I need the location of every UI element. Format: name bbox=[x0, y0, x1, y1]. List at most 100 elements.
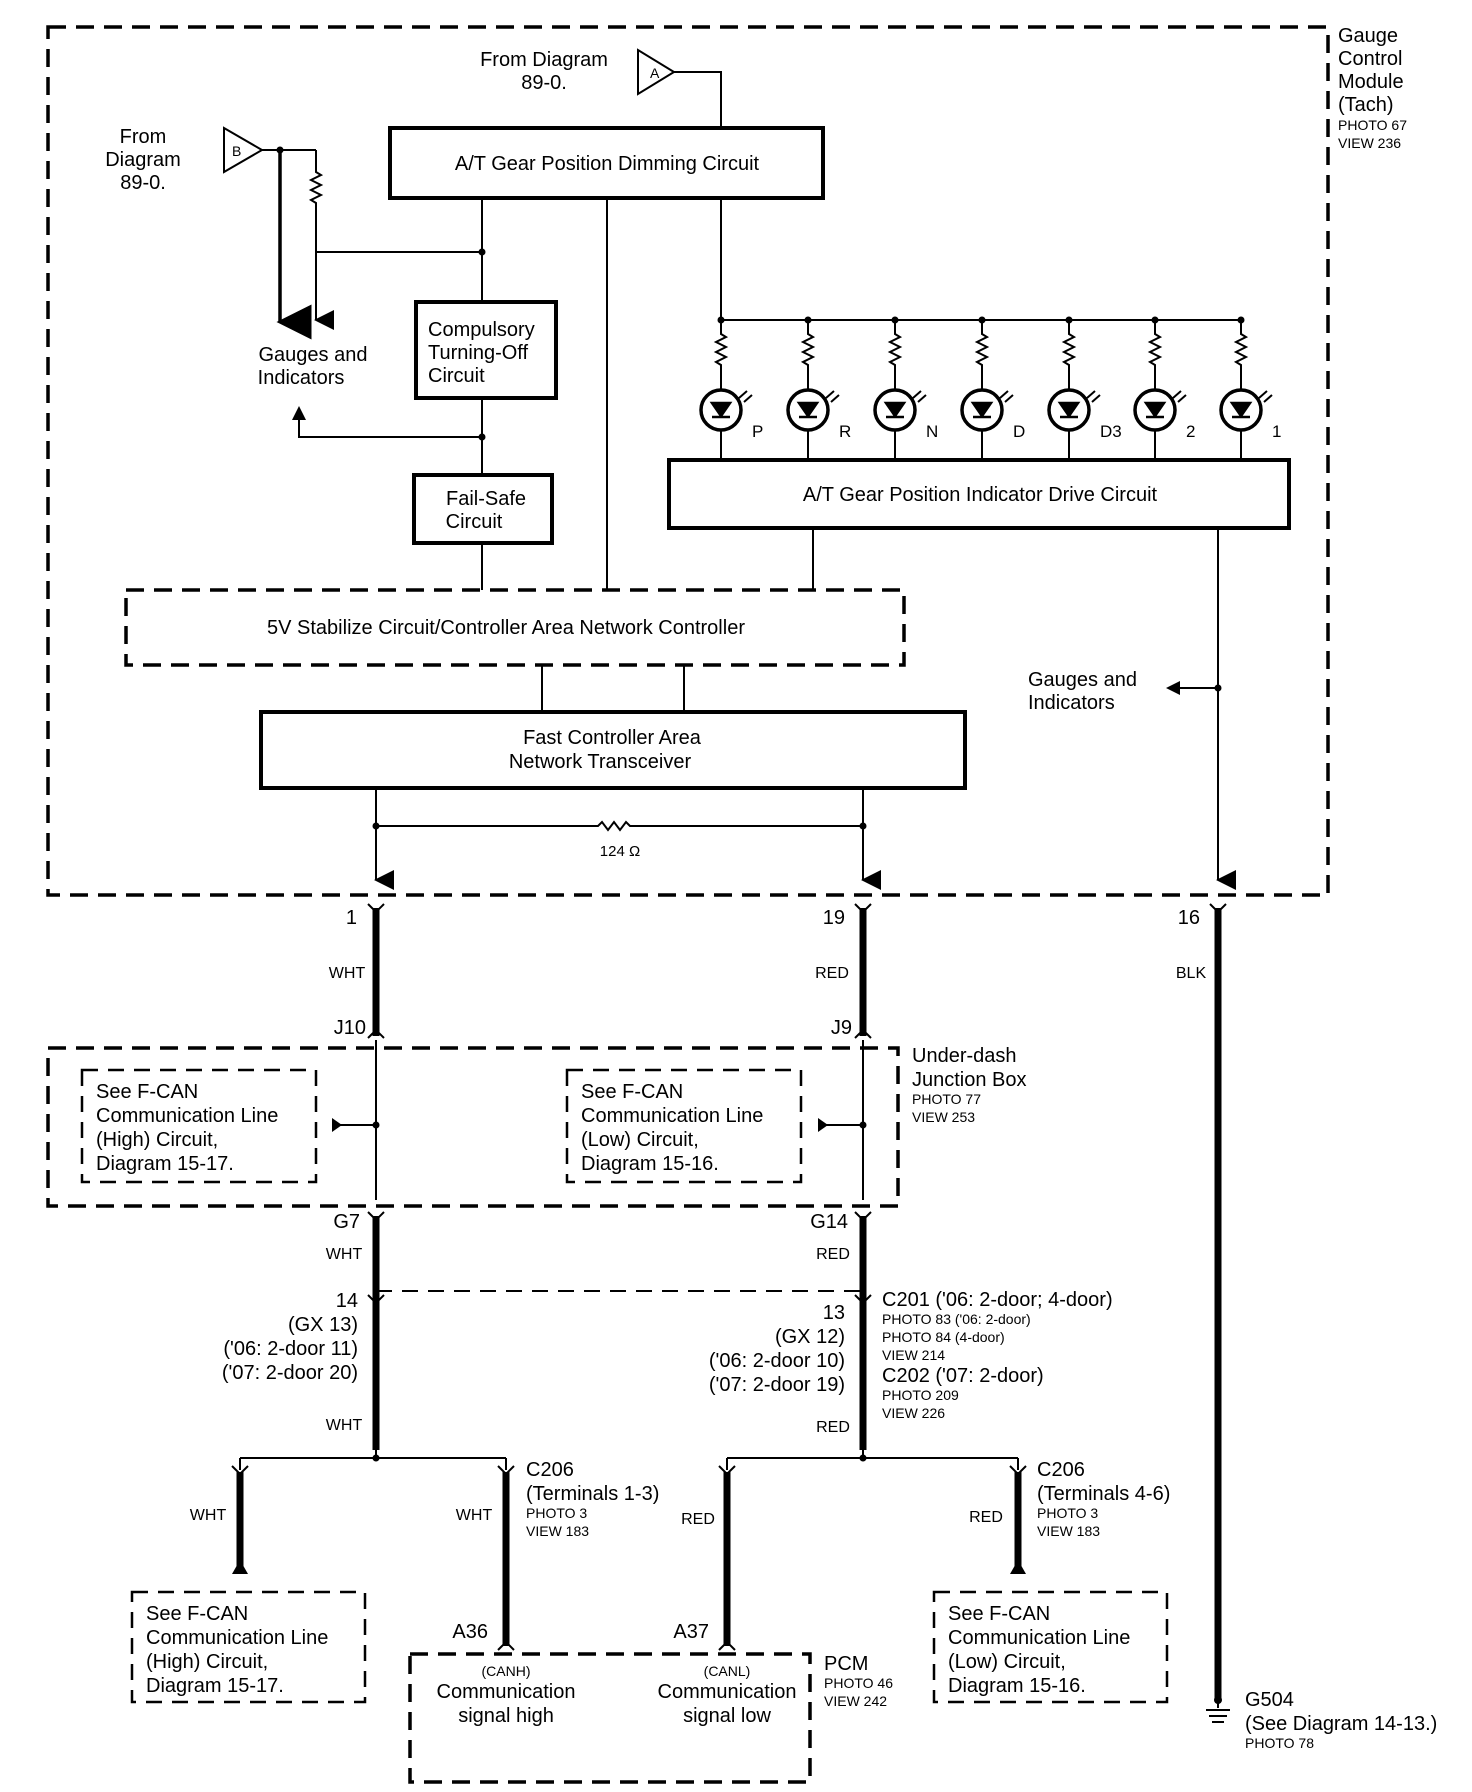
resistor-value: 124 Ω bbox=[600, 843, 640, 860]
note-low-line: Communication Line bbox=[581, 1105, 763, 1127]
bottom-note-high-line: (High) Circuit, bbox=[146, 1651, 268, 1673]
led-p: P bbox=[699, 316, 763, 460]
led-d3: D3 bbox=[1047, 316, 1122, 460]
c206-left-view: VIEW 183 bbox=[526, 1523, 589, 1539]
led-diode-symbol bbox=[970, 401, 994, 419]
gauge-control-module-outline bbox=[46, 25, 1330, 897]
led-resistor bbox=[1061, 320, 1077, 460]
failsafe-line: Circuit bbox=[446, 511, 503, 533]
module-photo: PHOTO 67 bbox=[1338, 117, 1407, 133]
wire-split-low bbox=[727, 1450, 1018, 1459]
led-resistor bbox=[1147, 320, 1163, 460]
bottom-note-high-line: Communication Line bbox=[146, 1627, 328, 1649]
wire-color-wht: WHT bbox=[326, 1417, 363, 1434]
c202-title: C202 ('07: 2-door) bbox=[882, 1365, 1044, 1387]
c206-right-view: VIEW 183 bbox=[1037, 1523, 1100, 1539]
pin-16-label: 16 bbox=[1178, 907, 1200, 929]
wire-color-blk: BLK bbox=[1176, 965, 1207, 982]
termination-resistor bbox=[376, 820, 863, 832]
bottom-note-high-line: See F-CAN bbox=[146, 1603, 248, 1625]
failsafe-circuit-block bbox=[412, 473, 554, 545]
module-title-line: Gauge bbox=[1338, 25, 1398, 47]
led-light-rays bbox=[1172, 390, 1187, 403]
led-label: N bbox=[926, 422, 938, 441]
pin-1-label: 1 bbox=[346, 907, 357, 929]
junction-view: VIEW 253 bbox=[912, 1109, 975, 1125]
gauges-right-line: Indicators bbox=[1028, 692, 1115, 714]
connector-chevrons bbox=[367, 903, 1227, 1305]
connector-b-tag: B bbox=[232, 143, 241, 159]
module-title-line: Control bbox=[1338, 48, 1402, 70]
led-d: D bbox=[960, 316, 1025, 460]
ground-ref: (See Diagram 14-13.) bbox=[1245, 1713, 1437, 1735]
bottom-note-high-box bbox=[130, 1590, 367, 1704]
module-title-line: (Tach) bbox=[1338, 94, 1394, 116]
led-n: N bbox=[873, 316, 938, 460]
wire-color-wht: WHT bbox=[190, 1507, 227, 1524]
j10-label: J10 bbox=[334, 1017, 366, 1039]
wire-color-red: RED bbox=[969, 1509, 1003, 1526]
pcm-canh-line: signal high bbox=[458, 1705, 554, 1727]
pcm-canh-line: Communication bbox=[437, 1681, 576, 1703]
transceiver-line: Network Transceiver bbox=[509, 751, 692, 773]
from-b-label-line: From bbox=[120, 126, 167, 148]
stabilize-label: 5V Stabilize Circuit/Controller Area Net… bbox=[267, 617, 745, 639]
wire-color-red: RED bbox=[681, 1511, 715, 1528]
led-light-rays bbox=[738, 390, 753, 403]
wire-color-red: RED bbox=[816, 1419, 850, 1436]
c206-right-terminals: (Terminals 4-6) bbox=[1037, 1483, 1170, 1505]
c201-left-pin-line: 14 bbox=[336, 1290, 358, 1312]
bottom-note-low-line: Diagram 15-16. bbox=[948, 1675, 1086, 1697]
wire-color-red: RED bbox=[815, 965, 849, 982]
led-diode-symbol bbox=[1143, 401, 1167, 419]
led-resistor bbox=[800, 320, 816, 460]
c201-photo-b: PHOTO 84 (4-door) bbox=[882, 1329, 1005, 1345]
from-b-label-line: Diagram bbox=[105, 149, 181, 171]
connector-b-triangle bbox=[223, 126, 264, 174]
c206-right-photo: PHOTO 3 bbox=[1037, 1505, 1098, 1521]
module-label: Gauge Control Module (Tach) PHOTO 67 VIE… bbox=[1338, 25, 1407, 151]
arrow-left-gauges bbox=[1166, 681, 1180, 695]
pcm-canl-label: (CANL) bbox=[704, 1663, 751, 1679]
c201-photo-a: PHOTO 83 ('06: 2-door) bbox=[882, 1311, 1031, 1327]
compulsory-line: Compulsory bbox=[428, 319, 535, 341]
junction-photo: PHOTO 77 bbox=[912, 1091, 981, 1107]
led-diode-symbol bbox=[883, 401, 907, 419]
resistor-b bbox=[308, 150, 334, 330]
junction-title-line: Under-dash bbox=[912, 1045, 1017, 1067]
arrow-up-gauges bbox=[292, 406, 306, 420]
led-label: 2 bbox=[1186, 422, 1195, 441]
c201-right-pin-line: (GX 12) bbox=[775, 1326, 845, 1348]
led-resistor bbox=[713, 320, 729, 460]
led-diode-symbol bbox=[796, 401, 820, 419]
transceiver-line: Fast Controller Area bbox=[523, 727, 702, 749]
c201-right-pin-line: ('06: 2-door 10) bbox=[709, 1350, 845, 1372]
failsafe-line: Fail-Safe bbox=[446, 488, 526, 510]
led-label: D bbox=[1013, 422, 1025, 441]
junction-title-line: Junction Box bbox=[912, 1069, 1027, 1091]
led-light-rays bbox=[1086, 390, 1101, 403]
led-diode-symbol bbox=[709, 401, 733, 419]
pcm-a36-label: A36 bbox=[452, 1621, 488, 1643]
c206-left-title: C206 bbox=[526, 1459, 574, 1481]
connector-a-tag: A bbox=[650, 65, 660, 81]
g7-label: G7 bbox=[333, 1211, 360, 1233]
c201-left-pin-line: ('06: 2-door 11) bbox=[223, 1338, 358, 1360]
c201-left-pin-line: (GX 13) bbox=[288, 1314, 358, 1336]
pcm-title: PCM bbox=[824, 1653, 868, 1675]
from-b-label-line: 89-0. bbox=[120, 172, 166, 194]
bottom-note-low-box bbox=[932, 1590, 1169, 1704]
c201-right-pin-line: ('07: 2-door 19) bbox=[709, 1374, 845, 1396]
bottom-note-low-line: See F-CAN bbox=[948, 1603, 1050, 1625]
pcm-box bbox=[408, 1652, 812, 1784]
led-label: P bbox=[752, 422, 763, 441]
under-dash-junction-box bbox=[46, 1046, 900, 1208]
transceiver-block bbox=[259, 710, 967, 790]
note-low-line: Diagram 15-16. bbox=[581, 1153, 719, 1175]
led-r: R bbox=[786, 316, 851, 460]
c206-right-title: C206 bbox=[1037, 1459, 1085, 1481]
arrow-to-note-high bbox=[332, 1118, 342, 1132]
note-high-box bbox=[80, 1068, 318, 1184]
c201-title: C201 ('06: 2-door; 4-door) bbox=[882, 1289, 1113, 1311]
pcm-a37-label: A37 bbox=[673, 1621, 709, 1643]
